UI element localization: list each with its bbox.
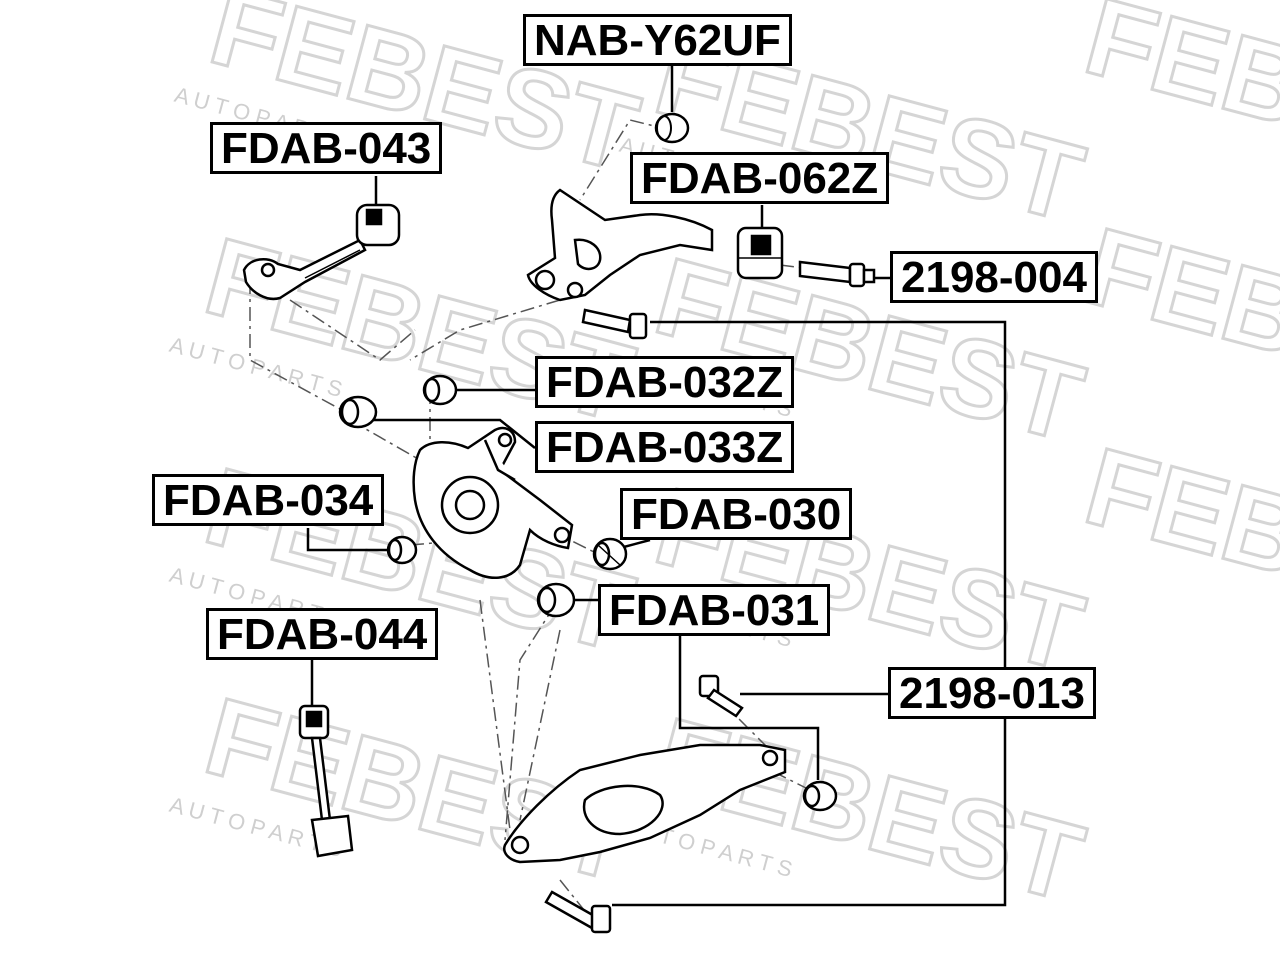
bushing-icon bbox=[536, 582, 576, 618]
part-label-fdab-034[interactable]: FDAB-034 bbox=[152, 474, 385, 526]
watermark-brand: FEBEST bbox=[1074, 0, 1280, 205]
bolt-icon bbox=[581, 308, 648, 340]
watermark-brand: FEBEST bbox=[1074, 204, 1280, 435]
control-arm-icon bbox=[526, 188, 714, 302]
part-label-nab-y62uf[interactable]: NAB-Y62UF bbox=[523, 14, 792, 66]
knuckle-icon bbox=[412, 426, 574, 579]
part-label-fdab-043[interactable]: FDAB-043 bbox=[210, 122, 443, 174]
part-label-fdab-031[interactable]: FDAB-031 bbox=[598, 584, 831, 636]
bushing-icon bbox=[422, 374, 458, 406]
bushing-icon bbox=[736, 226, 784, 280]
shock-mount-icon bbox=[298, 704, 354, 858]
bushing-icon bbox=[338, 395, 378, 429]
watermark-logo: FEBEST bbox=[1072, 0, 1280, 207]
watermark-brand: FEBEST bbox=[1074, 424, 1280, 655]
part-label-fdab-044[interactable]: FDAB-044 bbox=[206, 608, 439, 660]
watermark-logo: FEBEST bbox=[1072, 203, 1280, 437]
bushing-icon bbox=[386, 535, 418, 565]
bushing-icon bbox=[654, 112, 690, 144]
part-label-fdab-033z[interactable]: FDAB-033Z bbox=[535, 421, 795, 473]
bushing-icon bbox=[592, 537, 628, 571]
bolt-icon bbox=[698, 674, 744, 718]
bolt-icon bbox=[798, 260, 876, 288]
part-label-2198-004[interactable]: 2198-004 bbox=[890, 251, 1098, 303]
part-label-fdab-030[interactable]: FDAB-030 bbox=[620, 488, 853, 540]
part-label-fdab-062z[interactable]: FDAB-062Z bbox=[630, 152, 890, 204]
part-label-2198-013[interactable]: 2198-013 bbox=[888, 667, 1096, 719]
part-label-fdab-032z[interactable]: FDAB-032Z bbox=[535, 356, 795, 408]
control-arm-icon bbox=[503, 743, 787, 864]
bushing-icon bbox=[802, 780, 838, 812]
toe-link-icon bbox=[242, 203, 401, 301]
watermark-logo: FEBEST bbox=[1072, 423, 1280, 657]
bolt-icon bbox=[544, 890, 612, 934]
